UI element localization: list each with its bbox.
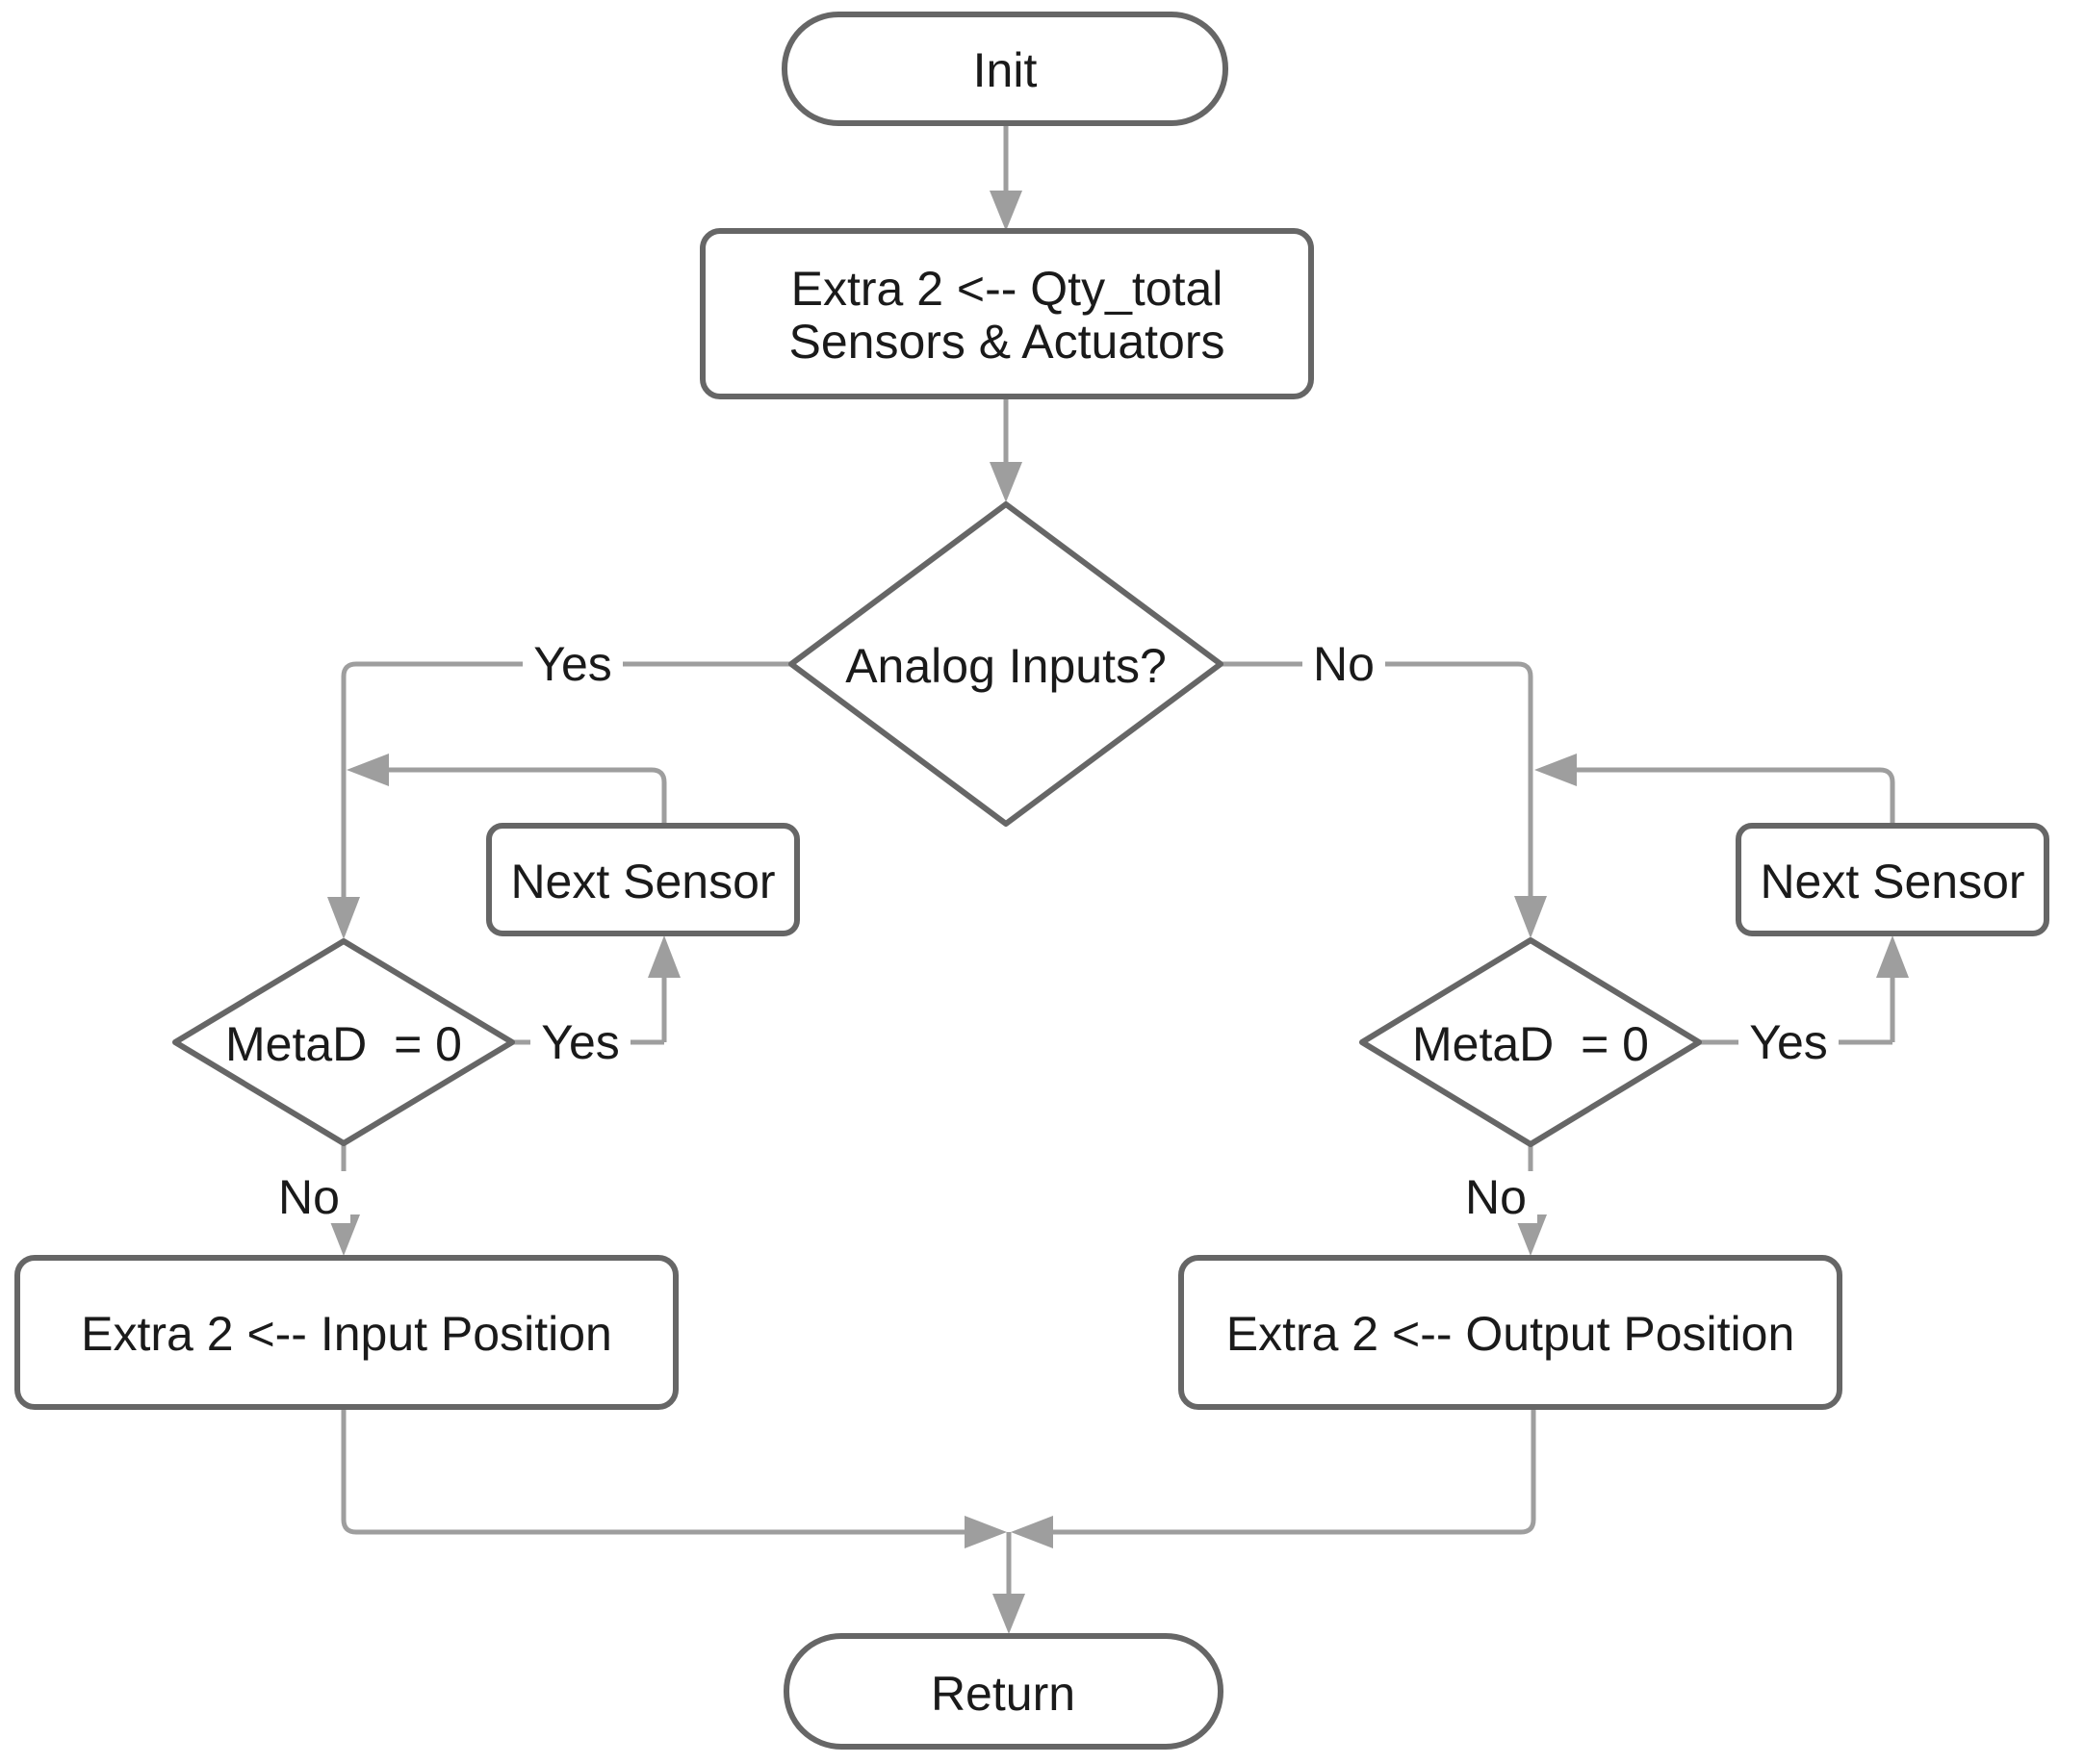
analog-inputs-label: Analog Inputs? bbox=[845, 639, 1167, 693]
next-sensor-left-node bbox=[486, 823, 800, 936]
arrowhead-init-to-qty bbox=[990, 191, 1022, 231]
arrowhead-analog-yes bbox=[327, 897, 360, 939]
input-position-node bbox=[14, 1255, 679, 1410]
analog-yes-label-bg bbox=[523, 638, 623, 690]
arrowhead-metad-left-no bbox=[327, 1214, 360, 1256]
arrowhead-metad-left-yes bbox=[648, 935, 681, 978]
metad-right-no-label: No bbox=[1465, 1170, 1527, 1224]
analog-yes-label: Yes bbox=[533, 637, 612, 691]
metad-right-no-label-bg bbox=[1454, 1171, 1537, 1223]
edge-analog-yes bbox=[341, 661, 791, 897]
edge-next-sensor-left-loop bbox=[389, 767, 667, 826]
arrowhead-next-sensor-left-loop bbox=[347, 754, 389, 786]
metad-left-no-label-bg bbox=[268, 1171, 350, 1223]
output-position-label: Extra 2 <-- Output Position bbox=[1226, 1307, 1795, 1361]
arrowhead-input-position-to-merge bbox=[965, 1516, 1007, 1548]
edge-output-position-to-merge bbox=[1053, 1407, 1536, 1535]
qty-total-label-line1: Extra 2 <-- Qty_total bbox=[791, 262, 1223, 316]
arrowhead-analog-no bbox=[1514, 896, 1547, 938]
edge-input-position-to-merge bbox=[341, 1407, 965, 1535]
metad-right-yes-label-bg bbox=[1738, 1016, 1839, 1068]
metad-right-label: MetaD = 0 bbox=[1412, 1017, 1649, 1071]
input-position-label: Extra 2 <-- Input Position bbox=[81, 1307, 612, 1361]
edge-analog-no bbox=[1221, 661, 1533, 896]
analog-inputs-decision-node bbox=[788, 501, 1223, 827]
next-sensor-left-label: Next Sensor bbox=[510, 855, 775, 908]
edge-next-sensor-right-loop bbox=[1577, 767, 1895, 826]
metad-left-no-label: No bbox=[278, 1170, 340, 1224]
next-sensor-right-label: Next Sensor bbox=[1760, 855, 2024, 908]
metad-left-decision-node bbox=[172, 938, 515, 1146]
arrowhead-next-sensor-right-loop bbox=[1534, 754, 1577, 786]
qty-total-node bbox=[700, 228, 1314, 399]
arrowhead-metad-right-yes bbox=[1876, 935, 1909, 978]
arrowhead-merge-to-return bbox=[992, 1594, 1025, 1634]
qty-total-label-line2: Sensors & Actuators bbox=[788, 315, 1224, 369]
node-group: Init Extra 2 <-- Qty_total Sensors & Act… bbox=[14, 12, 2049, 1750]
return-label: Return bbox=[931, 1667, 1075, 1721]
metad-left-label: MetaD = 0 bbox=[225, 1017, 462, 1071]
return-node bbox=[784, 1633, 1223, 1750]
analog-no-label: No bbox=[1313, 637, 1375, 691]
arrowhead-qty-to-analog bbox=[990, 462, 1022, 502]
init-node bbox=[782, 12, 1228, 126]
analog-no-label-bg bbox=[1302, 638, 1385, 690]
arrowhead-metad-right-no bbox=[1514, 1214, 1547, 1256]
metad-right-yes-label: Yes bbox=[1749, 1015, 1828, 1069]
init-label: Init bbox=[973, 43, 1038, 97]
metad-right-decision-node bbox=[1359, 937, 1702, 1147]
next-sensor-right-node bbox=[1736, 823, 2049, 936]
edge-label-group: Yes No Yes No Yes No bbox=[268, 637, 1839, 1224]
output-position-node bbox=[1178, 1255, 1842, 1410]
metad-left-yes-label-bg bbox=[530, 1016, 631, 1068]
arrowhead-output-position-to-merge bbox=[1011, 1516, 1053, 1548]
metad-left-yes-label: Yes bbox=[541, 1015, 620, 1069]
